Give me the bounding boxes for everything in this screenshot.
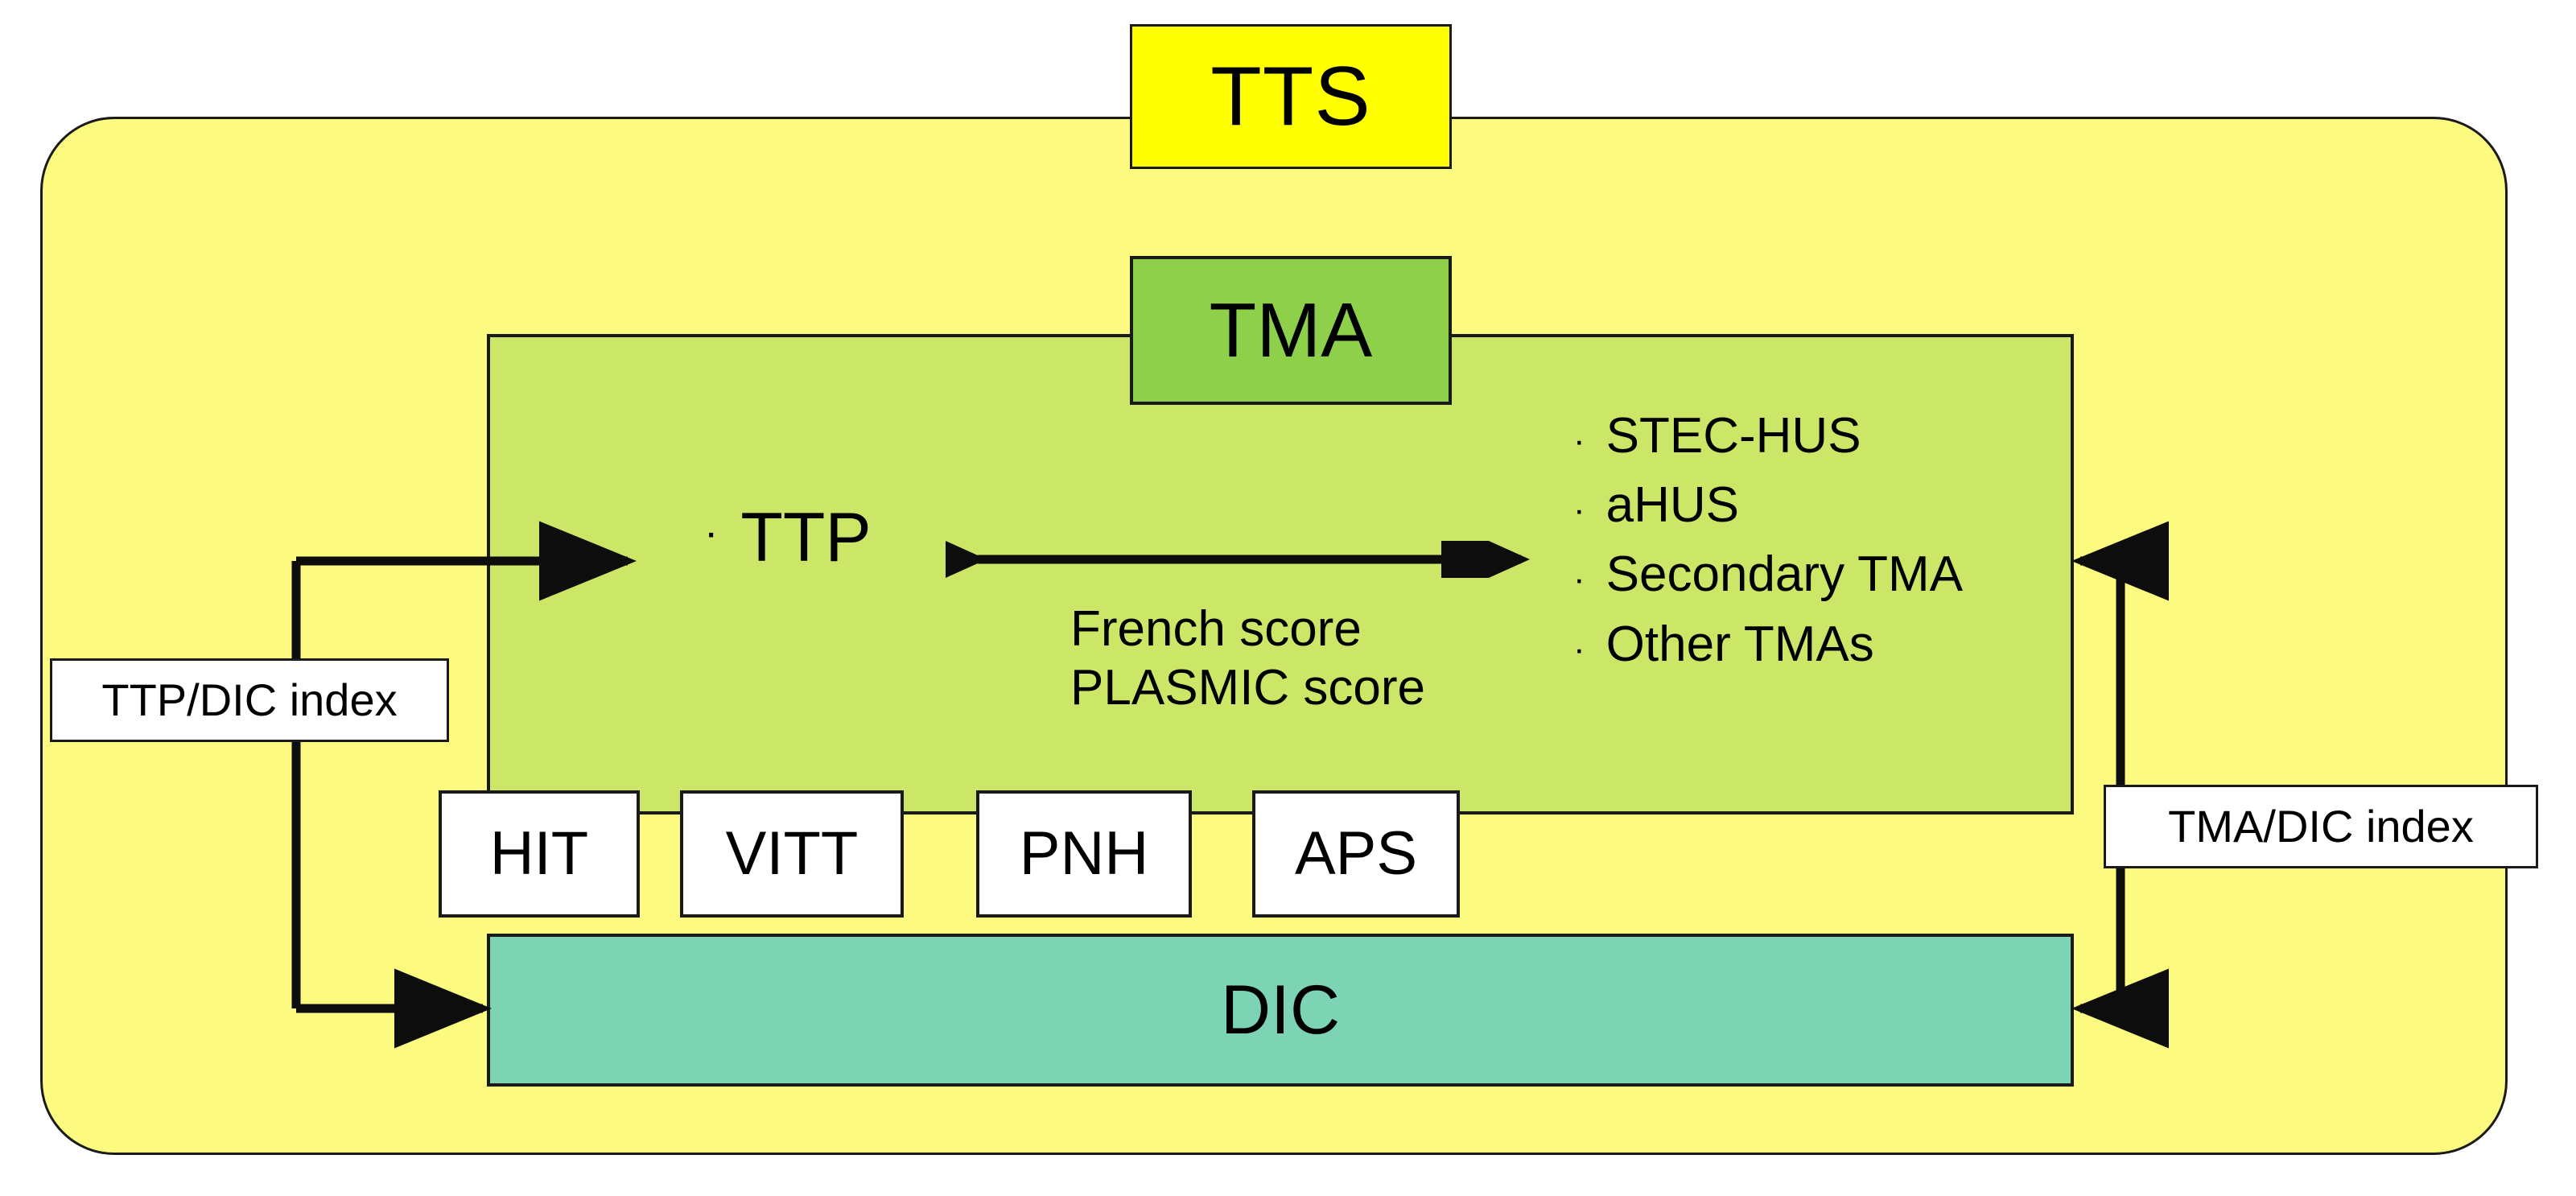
ttp-label: TTP: [740, 499, 872, 576]
bullet-icon: ·: [1573, 559, 1585, 600]
tma-subtype-label: Other TMAs: [1605, 616, 1874, 672]
list-item: · Secondary TMA: [1573, 547, 1963, 602]
ttp-bullet-icon: ·: [704, 509, 719, 556]
condition-box-aps: APS: [1252, 790, 1460, 918]
condition-box-hit: HIT: [439, 790, 640, 918]
tma-dic-index-label: TMA/DIC index: [2168, 801, 2474, 852]
tma-subtype-label: STEC-HUS: [1605, 408, 1861, 464]
dic-bar: DIC: [487, 934, 2074, 1087]
bullet-icon: ·: [1573, 421, 1585, 460]
ttp-tma-bidirectional-arrow: [946, 541, 1530, 578]
list-item: · STEC-HUS: [1573, 408, 1963, 464]
tma-subtype-label: Secondary TMA: [1605, 546, 1964, 603]
ttp-dic-index-label: TTP/DIC index: [101, 674, 398, 725]
bullet-icon: ·: [1573, 490, 1585, 530]
condition-label: HIT: [489, 819, 589, 888]
ttp-dic-index-box: TTP/DIC index: [50, 658, 449, 742]
bullet-icon: ·: [1573, 629, 1585, 669]
condition-box-vitt: VITT: [680, 790, 904, 918]
score-annotations: French score PLASMIC score: [1070, 600, 1425, 717]
tma-subtype-label: aHUS: [1605, 477, 1740, 534]
condition-label: APS: [1294, 819, 1418, 888]
condition-label: PNH: [1019, 819, 1149, 888]
list-item: · Other TMAs: [1573, 617, 1963, 672]
tma-box: TMA: [1130, 256, 1452, 405]
ttp-item: · TTP: [704, 503, 872, 572]
tts-label: TTS: [1210, 50, 1371, 143]
tma-dic-index-box: TMA/DIC index: [2104, 785, 2538, 868]
tts-box: TTS: [1130, 24, 1452, 169]
plasmic-score-label: PLASMIC score: [1070, 660, 1426, 716]
condition-label: VITT: [725, 819, 859, 888]
tma-label: TMA: [1209, 287, 1373, 373]
list-item: · aHUS: [1573, 477, 1963, 534]
condition-box-pnh: PNH: [976, 790, 1192, 918]
french-score-label: French score: [1070, 601, 1362, 657]
tma-subtype-list: · STEC-HUS · aHUS · Secondary TMA · Othe…: [1573, 408, 1963, 687]
dic-label: DIC: [1220, 971, 1341, 1049]
